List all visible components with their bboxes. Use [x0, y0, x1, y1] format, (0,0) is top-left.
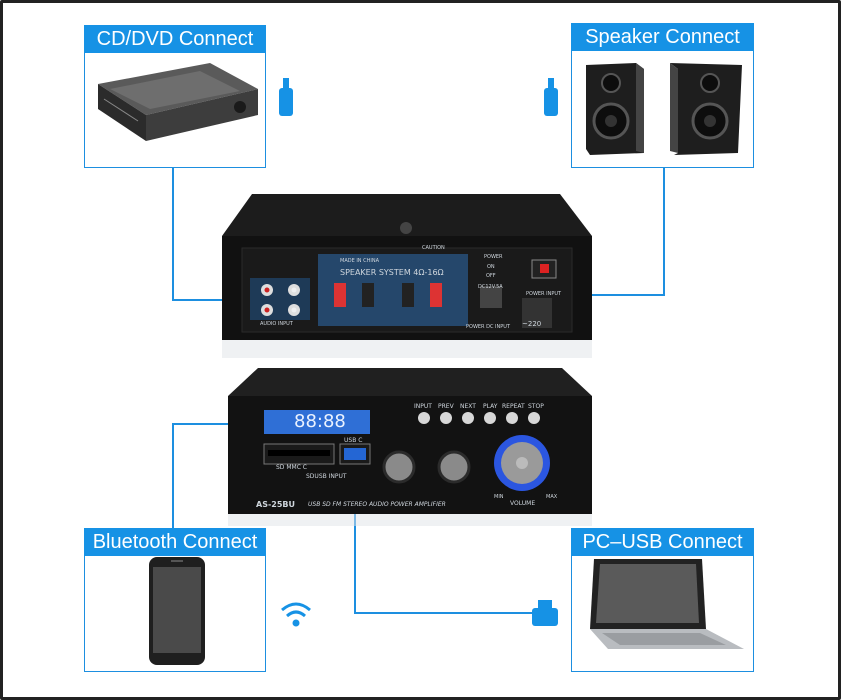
power-text: POWER — [484, 254, 503, 260]
laptop-icon — [590, 559, 744, 649]
usb-plug-icon — [532, 600, 558, 626]
bluetooth-connect-label: Bluetooth Connect — [84, 528, 266, 556]
caution-text: CAUTION — [422, 245, 445, 251]
cd-dvd-connect-label: CD/DVD Connect — [84, 25, 266, 53]
audio-input-text: AUDIO INPUT — [260, 321, 293, 327]
bluetooth-line — [172, 423, 230, 530]
amplifier-rear-view: SPEAKER SYSTEM 4Ω-16Ω MADE IN CHINA CAUT… — [222, 188, 592, 358]
sdusb-input-label: SDUSB INPUT — [306, 473, 347, 480]
on-text: ON — [487, 264, 495, 270]
smartphone-icon — [149, 557, 205, 665]
max-label: MAX — [546, 494, 558, 500]
button-next-label: NEXT — [460, 403, 476, 410]
button-prev-label: PREV — [438, 403, 454, 410]
right-speaker — [670, 63, 742, 155]
amplifier-front-body — [228, 368, 592, 526]
amplifier-rear-body — [222, 194, 592, 358]
pc-usb-connect-label: PC–USB Connect — [571, 528, 754, 556]
rca-plug-icon — [279, 78, 293, 116]
button-repeat-label: REPEAT — [502, 403, 525, 410]
speaker-plug-icon — [544, 78, 558, 116]
min-label: MIN — [494, 494, 504, 500]
led-display: 88:88 — [294, 411, 346, 432]
speaker-connect-label: Speaker Connect — [571, 23, 754, 51]
model-label: AS-25BU — [256, 500, 295, 509]
off-text: OFF — [486, 273, 496, 279]
dc-rating-text: DC12V.5A — [478, 284, 503, 290]
wireless-signal-icon — [281, 602, 311, 627]
button-stop-label: STOP — [528, 403, 544, 410]
usb-label: USB C — [344, 437, 363, 444]
speakers-icon — [586, 63, 742, 155]
speaker-panel — [571, 28, 754, 168]
speaker-system-text: SPEAKER SYSTEM 4Ω-16Ω — [340, 268, 444, 277]
button-input-label: INPUT — [414, 403, 432, 410]
tagline-label: USB SD FM STEREO AUDIO POWER AMPLIFIER — [308, 501, 446, 508]
left-speaker — [586, 63, 644, 155]
button-play-label: PLAY — [483, 403, 498, 410]
power-input-text: POWER INPUT — [526, 291, 562, 297]
made-in-text: MADE IN CHINA — [340, 258, 380, 264]
amplifier-front-view: 88:88 INPUT PREV NEXT PLAY REPEAT STOP S… — [228, 366, 592, 526]
ac-text: ~220 — [522, 320, 542, 328]
sd-label: SD MMC C — [276, 464, 307, 471]
volume-label: VOLUME — [510, 500, 536, 507]
dvd-player-icon — [98, 63, 258, 141]
power-dc-input-text: POWER DC INPUT — [466, 324, 510, 330]
